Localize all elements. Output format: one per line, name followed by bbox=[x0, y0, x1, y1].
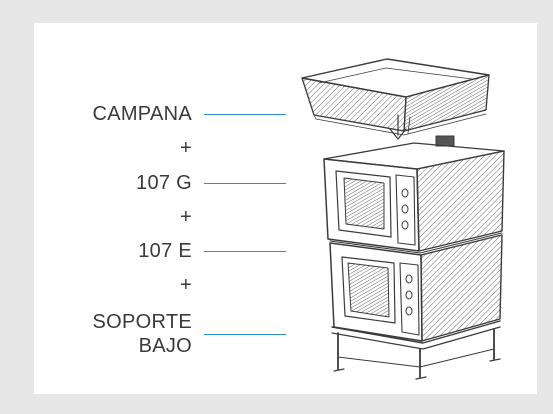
plus-sign-2: + bbox=[180, 206, 192, 228]
label-campana: CAMPANA bbox=[92, 103, 192, 125]
plus-sign-1: + bbox=[180, 137, 192, 159]
diagram-panel: CAMPANA + 107 G + 107 E + SOPORTE BAJO bbox=[34, 23, 537, 394]
oven-107-e-sketch bbox=[329, 234, 503, 342]
plus-sign-3: + bbox=[180, 274, 192, 296]
leader-line-soporte-bajo bbox=[204, 334, 286, 335]
stand-sketch bbox=[331, 320, 501, 380]
leader-line-107-g bbox=[204, 183, 286, 184]
label-107-e: 107 E bbox=[138, 240, 192, 262]
leader-line-campana bbox=[204, 114, 286, 115]
label-soporte-line1: SOPORTE bbox=[92, 311, 192, 333]
label-107-g: 107 G bbox=[136, 172, 192, 194]
equipment-sketch bbox=[301, 58, 505, 380]
oven-107-g-sketch bbox=[323, 142, 505, 254]
label-soporte-bajo: SOPORTE BAJO bbox=[54, 310, 192, 358]
leader-line-107-e bbox=[204, 251, 286, 252]
hood-sketch bbox=[301, 58, 490, 140]
label-soporte-line2: BAJO bbox=[138, 335, 192, 357]
